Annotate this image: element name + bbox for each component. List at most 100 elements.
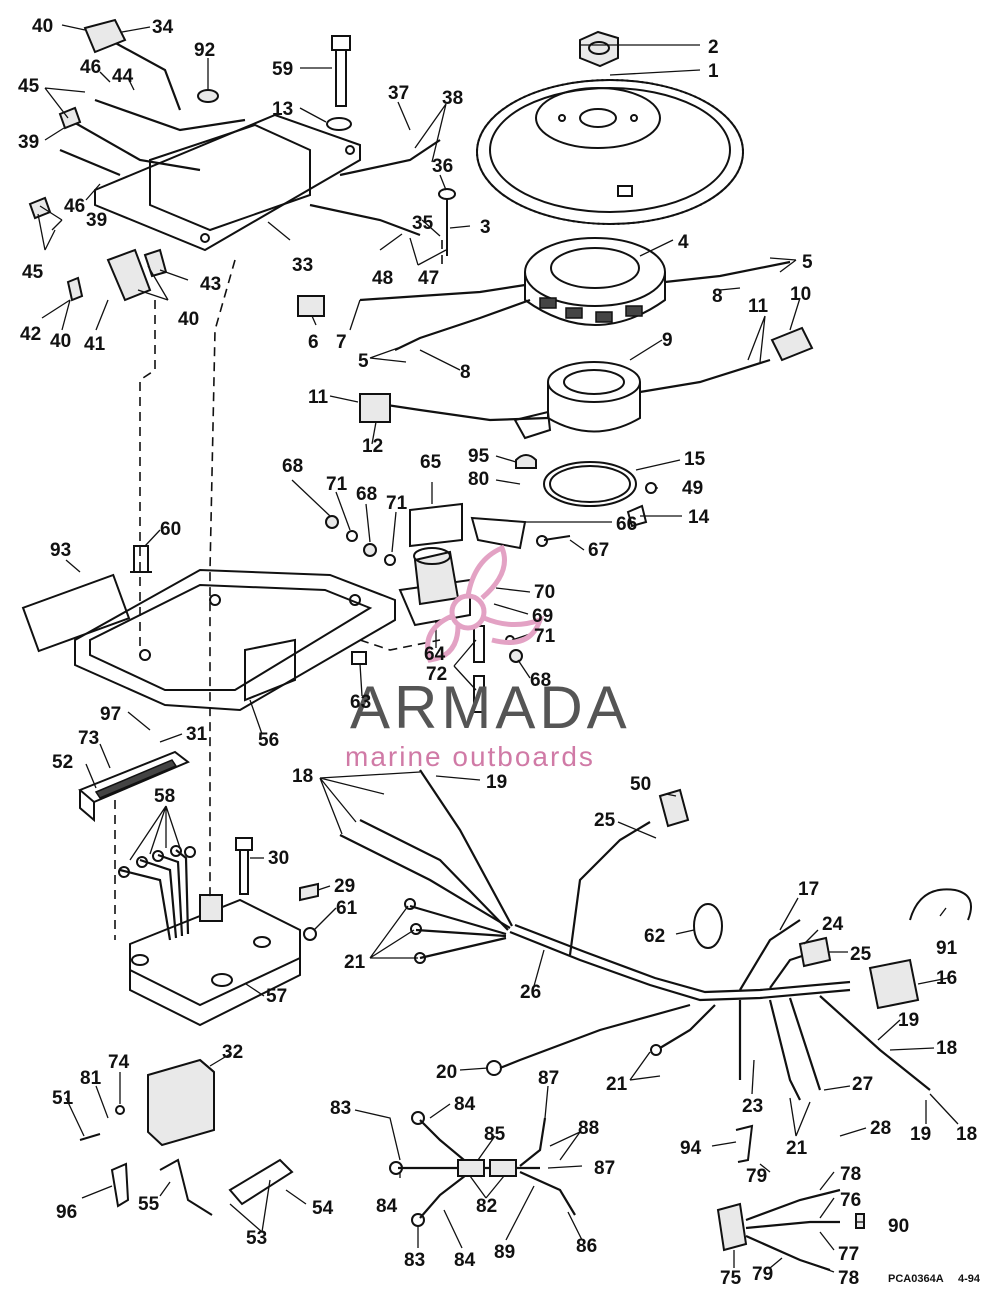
connector-12 bbox=[359, 393, 391, 423]
spark-plug-boot-55 bbox=[159, 1158, 213, 1216]
callout-27: 27 bbox=[852, 1074, 873, 1095]
callout-71-c: 71 bbox=[534, 626, 556, 647]
callout-23: 23 bbox=[742, 1096, 763, 1117]
callout-72: 72 bbox=[426, 664, 447, 685]
callout-67: 67 bbox=[588, 540, 609, 561]
callout-89: 89 bbox=[494, 1242, 515, 1263]
callout-87-a: 87 bbox=[538, 1068, 559, 1089]
rubber-cap-95 bbox=[515, 454, 537, 469]
sleeve-65 bbox=[409, 502, 463, 548]
callout-70: 70 bbox=[534, 582, 555, 603]
callout-31: 31 bbox=[186, 724, 208, 745]
plug-34 bbox=[83, 18, 127, 54]
wiring-harness bbox=[339, 769, 931, 1101]
washer-61 bbox=[303, 927, 317, 941]
watermark-tagline: marine outboards bbox=[345, 741, 595, 772]
callout-32: 32 bbox=[222, 1042, 243, 1063]
callout-96: 96 bbox=[56, 1202, 77, 1223]
label-93 bbox=[21, 573, 131, 653]
terminal-43 bbox=[143, 248, 168, 278]
callout-90: 90 bbox=[888, 1216, 909, 1237]
reference-code: PCA0364A bbox=[888, 1273, 944, 1285]
callout-1: 1 bbox=[708, 61, 719, 82]
callout-81: 81 bbox=[80, 1068, 102, 1089]
jumper-harness bbox=[389, 1111, 576, 1227]
callout-40-b: 40 bbox=[50, 331, 71, 352]
callout-71-a: 71 bbox=[326, 474, 348, 495]
rectifier bbox=[118, 845, 301, 1027]
callout-71-b: 71 bbox=[386, 493, 408, 514]
callout-63: 63 bbox=[350, 692, 371, 713]
callout-5-a: 5 bbox=[802, 252, 813, 273]
callout-21-c: 21 bbox=[786, 1138, 808, 1159]
callout-11-b: 11 bbox=[308, 387, 329, 408]
callout-11-a: 11 bbox=[748, 296, 769, 317]
bracket-66 bbox=[470, 516, 527, 550]
callout-44: 44 bbox=[112, 66, 134, 87]
callout-42: 42 bbox=[20, 324, 41, 345]
callout-5-b: 5 bbox=[358, 351, 369, 372]
watermark: ARMADA marine outboards bbox=[345, 544, 627, 772]
callout-53: 53 bbox=[246, 1228, 267, 1249]
screw-49 bbox=[645, 482, 657, 494]
bolt-30 bbox=[235, 837, 253, 895]
callout-68-b: 68 bbox=[356, 484, 377, 505]
flywheel bbox=[476, 79, 744, 225]
nut-68c bbox=[509, 649, 523, 663]
callout-45-a: 45 bbox=[18, 76, 40, 97]
callout-64: 64 bbox=[424, 644, 446, 665]
connector-50 bbox=[658, 788, 690, 828]
callout-12: 12 bbox=[362, 436, 383, 457]
spark-plug-boot-54 bbox=[228, 1158, 294, 1206]
washer-71b bbox=[384, 554, 396, 566]
callout-18-c: 18 bbox=[956, 1124, 977, 1145]
callout-26: 26 bbox=[520, 982, 541, 1003]
callout-95: 95 bbox=[468, 446, 490, 467]
callout-97: 97 bbox=[100, 704, 121, 725]
callout-25-a: 25 bbox=[594, 810, 616, 831]
callout-83-a: 83 bbox=[330, 1098, 351, 1119]
screw-3 bbox=[438, 188, 456, 256]
callout-18-a: 18 bbox=[292, 766, 313, 787]
callout-39-a: 39 bbox=[18, 132, 39, 153]
callout-93: 93 bbox=[50, 540, 71, 561]
callout-51: 51 bbox=[52, 1088, 74, 1109]
routing-lines bbox=[114, 240, 443, 940]
callout-numbers: 1 2 3 4 5 5 6 7 8 8 9 10 11 11 12 13 14 … bbox=[18, 16, 977, 1289]
callout-48: 48 bbox=[372, 268, 393, 289]
callout-76: 76 bbox=[840, 1190, 861, 1211]
callout-45-b: 45 bbox=[22, 262, 44, 283]
callout-38: 38 bbox=[442, 88, 463, 109]
callout-34: 34 bbox=[152, 17, 174, 38]
callout-54: 54 bbox=[312, 1198, 334, 1219]
callout-7: 7 bbox=[336, 332, 347, 353]
callout-46-a: 46 bbox=[80, 57, 101, 78]
callout-75: 75 bbox=[720, 1268, 742, 1289]
callout-52: 52 bbox=[52, 752, 73, 773]
key-switch bbox=[716, 1188, 865, 1272]
connector-6 bbox=[297, 295, 325, 317]
callout-37: 37 bbox=[388, 83, 409, 104]
callout-29: 29 bbox=[334, 876, 355, 897]
nut-92 bbox=[197, 89, 219, 103]
callout-55: 55 bbox=[138, 1194, 160, 1215]
callout-9: 9 bbox=[662, 330, 673, 351]
callout-68-c: 68 bbox=[530, 670, 551, 691]
callout-2: 2 bbox=[708, 37, 719, 58]
callout-10: 10 bbox=[790, 284, 811, 305]
retaining-ring bbox=[543, 461, 637, 507]
stator bbox=[359, 237, 791, 351]
terminal-96 bbox=[110, 1162, 130, 1208]
connector-16 bbox=[868, 958, 920, 1010]
callout-40-c: 40 bbox=[178, 309, 199, 330]
ignition-coil bbox=[79, 1058, 215, 1147]
callout-16: 16 bbox=[936, 968, 957, 989]
bolt-59 bbox=[331, 35, 351, 107]
callout-8-a: 8 bbox=[712, 286, 723, 307]
callout-92: 92 bbox=[194, 40, 215, 61]
callout-82: 82 bbox=[476, 1196, 497, 1217]
callout-79-a: 79 bbox=[746, 1166, 767, 1187]
callout-86: 86 bbox=[576, 1236, 597, 1257]
callout-24: 24 bbox=[822, 914, 844, 935]
